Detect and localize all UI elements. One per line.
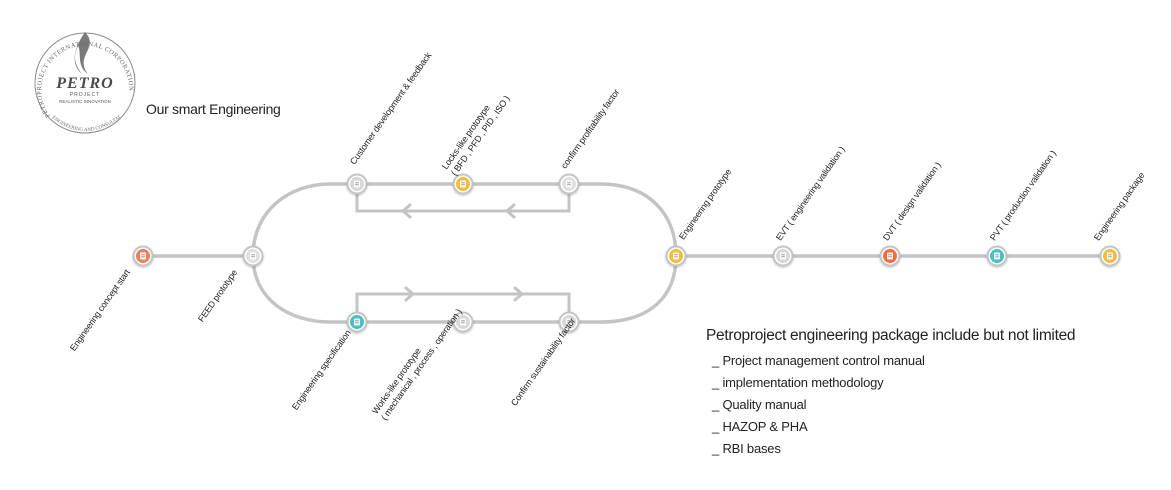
node-sustain (558, 311, 580, 333)
lower-forward-arrow (355, 286, 571, 318)
chart-board-icon (354, 180, 360, 188)
node-start (132, 245, 154, 267)
package-item: _ RBI bases (712, 441, 781, 456)
document-icon (887, 252, 893, 260)
handshake-icon (566, 180, 572, 188)
logo-sub2: REALISTIC INNOVATION (59, 99, 111, 104)
chart-board-icon (566, 318, 572, 326)
package-item: _ HAZOP & PHA (712, 419, 808, 434)
logo-sub1: PROJECT (70, 92, 100, 98)
location-pin-icon (140, 252, 146, 260)
package-title: Petroproject engineering package include… (706, 327, 1076, 344)
node-works (452, 311, 474, 333)
package-item: _ implementation methodology (712, 375, 884, 390)
company-logo: PETRO PROJECT REALISTIC INNOVATION PETRO… (28, 23, 136, 134)
node-feed (242, 245, 264, 267)
clipboard-check-icon (994, 252, 1000, 260)
package-doc-icon (1107, 252, 1113, 260)
clipboard-icon (354, 318, 360, 326)
node-spec (346, 311, 368, 333)
connector-lines (141, 182, 1112, 324)
package-item: _ Project management control manual (712, 353, 925, 368)
page-tagline: Our smart Engineering (146, 101, 281, 117)
node-profit (558, 173, 580, 195)
node-looks (452, 173, 474, 195)
package-list: _ Project management control manual _ im… (706, 350, 1075, 460)
node-proto (665, 245, 687, 267)
logo-brand: PETRO (55, 75, 113, 92)
node-pvt (986, 245, 1008, 267)
tools-icon (780, 252, 786, 260)
package-item: _ Quality manual (712, 397, 807, 412)
gear-icon (460, 318, 466, 326)
people-icon (460, 180, 466, 188)
package-contents: Petroproject engineering package include… (706, 327, 1076, 460)
upper-return-arrow (355, 188, 571, 219)
node-dvt (879, 245, 901, 267)
logo-flame-icon (74, 32, 90, 74)
node-package (1099, 245, 1121, 267)
connector-loop (251, 182, 678, 324)
note-icon (250, 252, 256, 260)
node-customer (346, 173, 368, 195)
monitor-gear-icon (673, 252, 679, 260)
node-evt (772, 245, 794, 267)
